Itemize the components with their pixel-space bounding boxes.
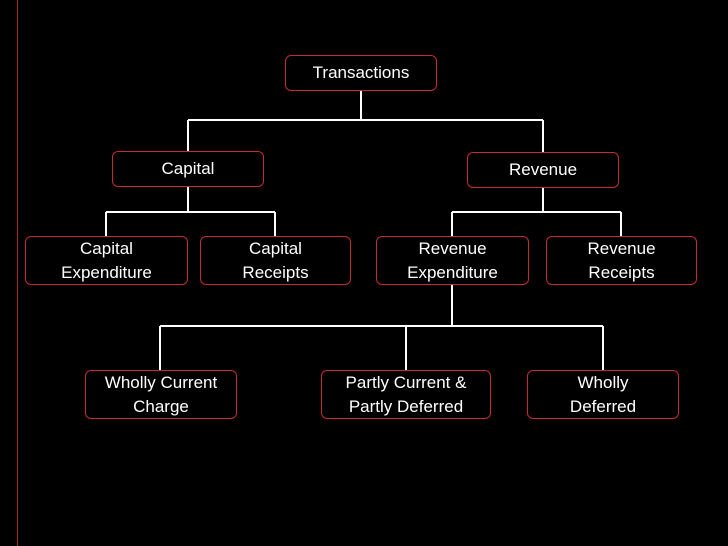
edge-capital-to-children: [105, 187, 276, 236]
node-label-line1: Partly Current &: [345, 372, 467, 392]
node-revenue-expenditure: Revenue Expenditure: [376, 236, 529, 285]
edge-revenue-to-children: [451, 188, 622, 236]
node-label-line2: Expenditure: [61, 262, 152, 282]
node-label-line2: Receipts: [588, 262, 655, 282]
edge-transactions-to-branches: [187, 91, 544, 152]
node-label: Transactions: [312, 63, 410, 82]
node-label-line1: Capital: [80, 238, 133, 258]
node-revenue-receipts: Revenue Receipts: [546, 236, 697, 285]
node-label-line2: Receipts: [242, 262, 309, 282]
node-partly-current-partly-deferred: Partly Current & Partly Deferred: [321, 370, 491, 419]
node-label-line1: Revenue: [587, 238, 656, 258]
node-wholly-deferred: Wholly Deferred: [527, 370, 679, 419]
node-capital-expenditure: Capital Expenditure: [25, 236, 188, 285]
node-capital: Capital: [112, 151, 264, 187]
node-label-line1: Wholly: [577, 372, 629, 392]
node-label-line2: Charge: [133, 396, 189, 416]
node-label: Capital: [161, 159, 215, 178]
node-label-line2: Deferred: [569, 396, 637, 416]
node-label-line1: Capital: [249, 238, 302, 258]
node-label-line2: Expenditure: [407, 262, 498, 282]
left-divider-line: [17, 0, 18, 546]
node-wholly-current-charge: Wholly Current Charge: [85, 370, 237, 419]
node-label: Revenue: [508, 160, 578, 179]
node-capital-receipts: Capital Receipts: [200, 236, 351, 285]
node-label-line2: Partly Deferred: [348, 396, 464, 416]
edge-revexp-to-children: [159, 285, 604, 370]
node-revenue: Revenue: [467, 152, 619, 188]
node-label-line1: Revenue: [418, 238, 487, 258]
node-transactions: Transactions: [285, 55, 437, 91]
node-label-line1: Wholly Current: [104, 372, 218, 392]
